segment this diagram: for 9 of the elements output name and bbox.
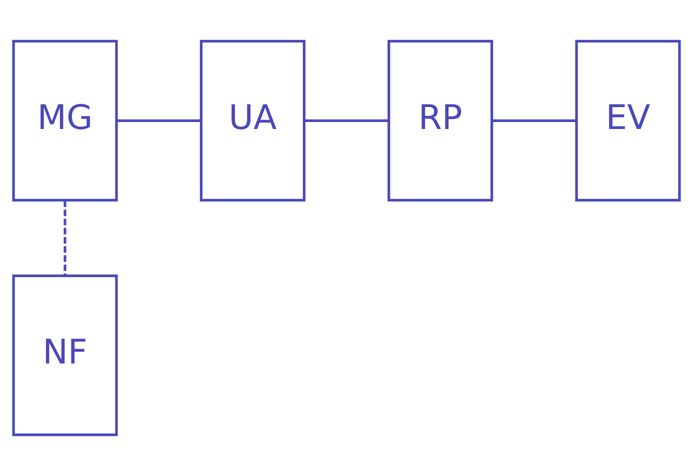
node-box: EV [575, 40, 681, 202]
connector [304, 119, 389, 122]
node-box: MG [12, 40, 118, 202]
connector [492, 119, 576, 122]
connector [64, 200, 66, 276]
node-box: NF [12, 274, 118, 436]
node-box: RP [388, 40, 494, 202]
connector [116, 119, 202, 122]
node-box: UA [200, 40, 306, 202]
